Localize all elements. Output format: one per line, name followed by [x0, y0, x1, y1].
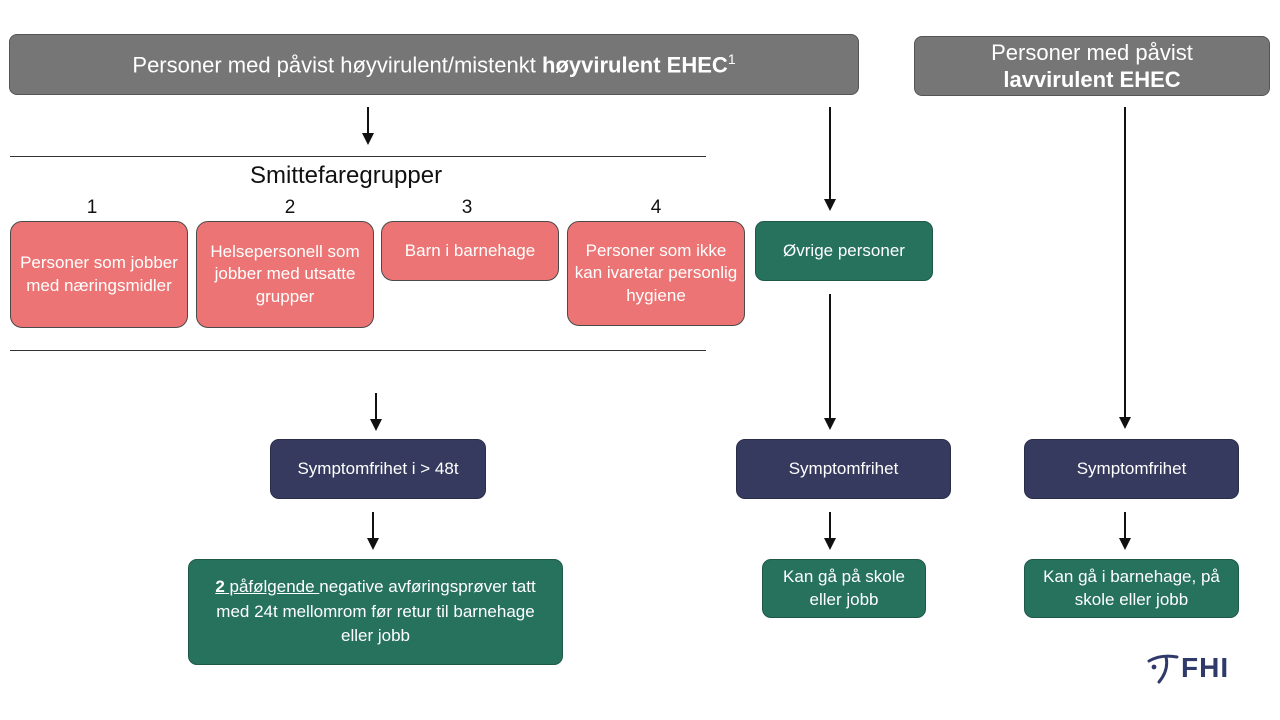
- outcome-box-school-job: Kan gå på skole eller jobb: [762, 559, 926, 618]
- group-number-3: 3: [461, 197, 473, 218]
- outcome-rest: negative avføringsprøver tatt med 24t me…: [216, 577, 536, 646]
- fhi-logo-text: FHI: [1181, 652, 1230, 683]
- symptom-free-48h-box: Symptomfrihet i > 48t: [270, 439, 486, 499]
- outcome-stool-tests-text: 2 påfølgende negative avføringsprøver ta…: [211, 575, 540, 649]
- other-persons-box: Øvrige personer: [755, 221, 933, 281]
- group-number-1: 1: [86, 197, 98, 218]
- arrow-shaft: [1124, 107, 1126, 417]
- fhi-logo-icon: [1147, 654, 1179, 684]
- arrow-shaft: [372, 512, 374, 538]
- arrowhead: [824, 538, 836, 550]
- group-box-4: Personer som ikke kan ivaretar personlig…: [567, 221, 745, 326]
- divider-bottom: [10, 350, 706, 351]
- arrowhead: [362, 133, 374, 145]
- arrowhead: [824, 418, 836, 430]
- fhi-logo: FHI: [1147, 652, 1229, 684]
- outcome-count: 2: [215, 577, 225, 597]
- arrow-shaft: [829, 107, 831, 199]
- groups-title: Smittefaregrupper: [250, 162, 443, 189]
- outcome-box-kindergarten-school-job: Kan gå i barnehage, på skole eller jobb: [1024, 559, 1239, 618]
- header-high-virulent-bold: høyvirulent EHEC: [542, 51, 728, 77]
- header-low-virulent: Personer med påvist lavvirulent EHEC: [914, 36, 1270, 96]
- arrowhead: [1119, 538, 1131, 550]
- footnote-marker: 1: [727, 50, 736, 67]
- header-low-virulent-line1: Personer med påvist: [991, 39, 1193, 65]
- header-high-virulent: Personer med påvist høyvirulent/mistenkt…: [9, 34, 859, 95]
- group-box-3: Barn i barnehage: [381, 221, 559, 281]
- arrowhead: [824, 199, 836, 211]
- arrowhead: [1119, 417, 1131, 429]
- group-box-1: Personer som jobber med næringsmidler: [10, 221, 188, 328]
- header-low-virulent-bold: lavvirulent EHEC: [1003, 67, 1181, 92]
- symptom-free-box-right: Symptomfrihet: [1024, 439, 1239, 499]
- outcome-consecutive: påfølgende: [224, 577, 320, 597]
- header-high-virulent-text: Personer med påvist høyvirulent/mistenkt…: [132, 50, 735, 80]
- symptom-free-box-mid: Symptomfrihet: [736, 439, 951, 499]
- outcome-box-stool-tests: 2 påfølgende negative avføringsprøver ta…: [188, 559, 563, 665]
- group-box-2: Helsepersonell som jobber med utsatte gr…: [196, 221, 374, 328]
- header-high-virulent-normal: Personer med påvist høyvirulent/mistenkt: [132, 51, 542, 77]
- arrow-shaft: [375, 393, 377, 419]
- group-number-2: 2: [284, 197, 296, 218]
- arrowhead: [370, 419, 382, 431]
- arrow-shaft: [829, 294, 831, 418]
- arrow-shaft: [367, 107, 369, 133]
- divider-top: [10, 156, 706, 157]
- arrow-shaft: [829, 512, 831, 538]
- group-number-4: 4: [650, 197, 662, 218]
- arrowhead: [367, 538, 379, 550]
- arrow-shaft: [1124, 512, 1126, 538]
